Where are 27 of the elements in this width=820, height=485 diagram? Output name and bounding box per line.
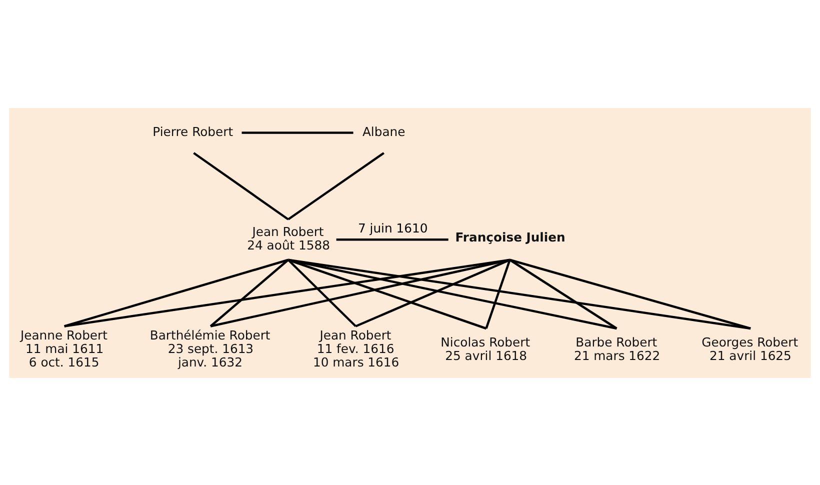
node-text: Barthélémie Robert 23 sept. 1613 janv. 1632	[150, 328, 270, 370]
node-text: Jean Robert 11 fev. 1616 10 mars 1616	[312, 328, 400, 370]
node-text: Jeanne Robert 11 mai 1611 6 oct. 1615	[20, 328, 108, 370]
node-text: Georges Robert 21 avril 1625	[702, 334, 798, 362]
connector	[336, 238, 448, 240]
connector	[510, 258, 751, 330]
connector	[355, 258, 510, 327]
node-text: Albane	[362, 124, 406, 138]
connector	[193, 152, 289, 220]
connector	[288, 152, 384, 220]
connector	[64, 258, 289, 327]
node-text: Nicolas Robert 25 avril 1618	[440, 334, 530, 362]
connector	[242, 131, 354, 134]
node-text: Pierre Robert	[152, 124, 234, 138]
connector	[485, 259, 511, 328]
node-text: Françoise Julien	[455, 230, 566, 244]
node-text: Barbe Robert 21 mars 1622	[574, 334, 660, 362]
connector	[288, 258, 751, 330]
connector	[288, 258, 487, 330]
connector	[509, 258, 618, 329]
connector	[287, 258, 356, 327]
connector	[288, 258, 617, 330]
connector	[210, 258, 510, 327]
edge-label: 7 juin 1610	[358, 221, 428, 236]
connector	[64, 258, 510, 327]
connector	[210, 258, 289, 327]
node-text: Jean Robert 24 août 1588	[247, 224, 330, 252]
